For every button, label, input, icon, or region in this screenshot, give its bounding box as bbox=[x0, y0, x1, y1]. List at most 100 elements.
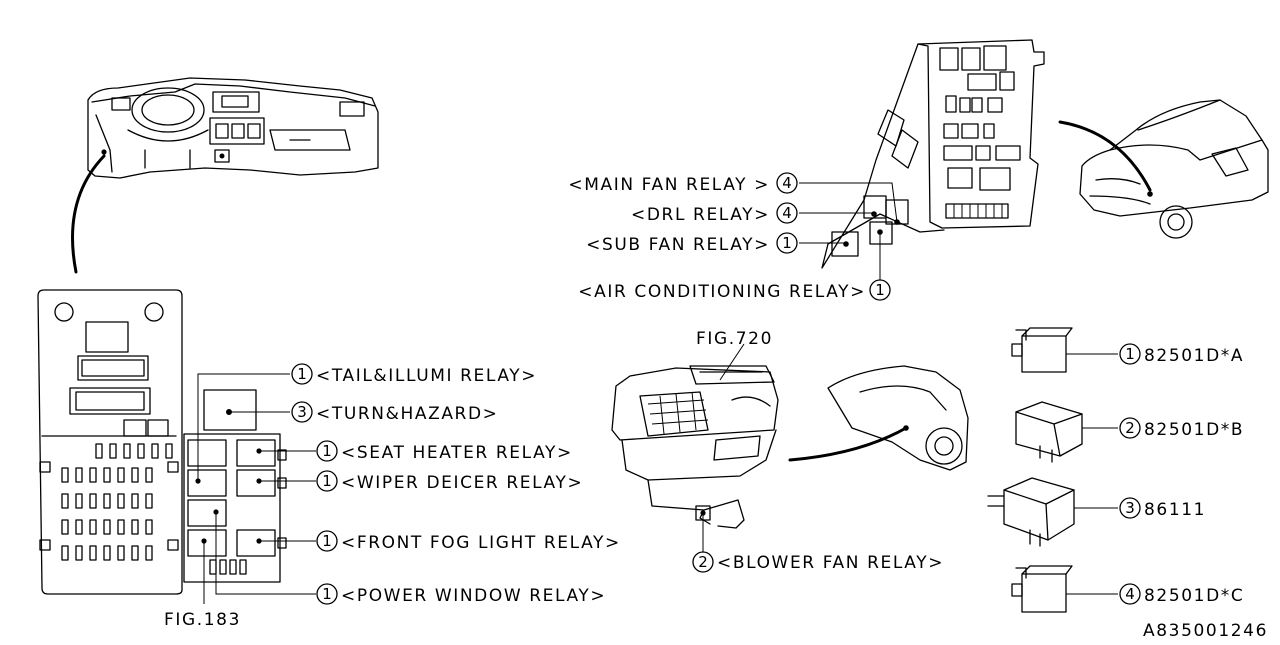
callout-label: <BLOWER FAN RELAY> bbox=[717, 553, 944, 573]
fuse-slot bbox=[137, 443, 145, 459]
callout-number: 1 bbox=[322, 532, 332, 550]
callout-number: 3 bbox=[297, 403, 307, 421]
callout-blower-fan-relay: 2 <BLOWER FAN RELAY> bbox=[692, 551, 944, 573]
fuse-slot bbox=[117, 545, 125, 561]
callout-label: <TURN&HAZARD> bbox=[316, 404, 499, 424]
fuse-slot bbox=[61, 467, 69, 483]
hvac-leaders bbox=[702, 343, 745, 552]
fuse-slot bbox=[89, 467, 97, 483]
callout-number: 1 bbox=[875, 281, 885, 299]
fuse-slot bbox=[117, 493, 125, 509]
engine-box-leaders bbox=[799, 182, 898, 280]
callout-label: <AIR CONDITIONING RELAY> bbox=[578, 282, 866, 302]
fuse-slot bbox=[131, 493, 139, 509]
part-2-relay-icon bbox=[1015, 401, 1083, 463]
fuse-slot bbox=[95, 443, 103, 459]
part-number-circle: 4 bbox=[1125, 585, 1135, 603]
figure-ref-fuse-box: FIG.183 bbox=[164, 610, 241, 630]
callout-drl-relay: <DRL RELAY> 4 bbox=[631, 202, 798, 225]
fuse-slot bbox=[145, 493, 153, 509]
callout-label: <TAIL&ILLUMI RELAY> bbox=[316, 366, 537, 386]
callout-number: 2 bbox=[698, 553, 708, 571]
part-number: 82501D*C bbox=[1144, 586, 1244, 606]
fuse-slot bbox=[75, 467, 83, 483]
callout-number: 1 bbox=[322, 442, 332, 460]
relay-block-leaders bbox=[197, 373, 316, 604]
fuse-slot bbox=[61, 493, 69, 509]
part-1-relay-icon bbox=[1011, 327, 1073, 373]
part-number-circle: 2 bbox=[1125, 419, 1135, 437]
callout-tail-illumi-relay: 1 <TAIL&ILLUMI RELAY> bbox=[291, 363, 537, 386]
part-legend-4: 4 82501D*C bbox=[1119, 583, 1244, 606]
part-legend-1: 1 82501D*A bbox=[1119, 343, 1244, 366]
callout-label: <POWER WINDOW RELAY> bbox=[341, 586, 606, 606]
callout-number: 1 bbox=[322, 472, 332, 490]
part-legend-2: 2 82501D*B bbox=[1119, 417, 1244, 440]
callout-number: 1 bbox=[782, 234, 792, 252]
fuse-slot bbox=[103, 467, 111, 483]
fuse-slot bbox=[123, 443, 131, 459]
fuse-slot bbox=[89, 493, 97, 509]
callout-wiper-deicer-relay: 1 <WIPER DEICER RELAY> bbox=[316, 470, 583, 493]
fuse-slot bbox=[103, 493, 111, 509]
fuse-slot bbox=[61, 519, 69, 535]
fuse-slot bbox=[131, 467, 139, 483]
engine-pointer-line bbox=[1058, 120, 1152, 192]
fuse-slot bbox=[165, 443, 173, 459]
fuse-slot bbox=[75, 493, 83, 509]
callout-seat-heater-relay: 1 <SEAT HEATER RELAY> bbox=[316, 440, 571, 463]
figure-ref-hvac: FIG.720 bbox=[696, 329, 773, 349]
fuse-slot bbox=[145, 467, 153, 483]
fuse-slot bbox=[103, 519, 111, 535]
fuse-slot bbox=[131, 545, 139, 561]
dashboard-illustration bbox=[87, 77, 379, 179]
part-number: 82501D*A bbox=[1144, 346, 1244, 366]
callout-number: 1 bbox=[297, 365, 307, 383]
callout-front-fog-light-relay: 1 <FRONT FOG LIGHT RELAY> bbox=[316, 530, 621, 553]
part-number: 82501D*B bbox=[1144, 420, 1244, 440]
callout-sub-fan-relay: <SUB FAN RELAY> 1 bbox=[586, 232, 798, 255]
part-legend-3: 3 86111 bbox=[1119, 497, 1206, 520]
fuse-slot bbox=[145, 519, 153, 535]
part-3-relay-icon bbox=[987, 477, 1075, 547]
callout-label: <DRL RELAY> bbox=[631, 205, 770, 225]
callout-number: 4 bbox=[782, 204, 792, 222]
relay-block bbox=[183, 389, 287, 583]
part-4-relay-icon bbox=[1011, 565, 1073, 613]
fuse-slot bbox=[145, 545, 153, 561]
hvac-unit-illustration bbox=[611, 365, 779, 529]
fuse-slot bbox=[109, 443, 117, 459]
fuse-slot bbox=[117, 467, 125, 483]
fuse-slot bbox=[89, 519, 97, 535]
callout-main-fan-relay: <MAIN FAN RELAY > 4 bbox=[568, 172, 798, 195]
engine-fuse-box bbox=[821, 39, 1045, 269]
callout-label: <FRONT FOG LIGHT RELAY> bbox=[341, 533, 621, 553]
diagram-id: A835001246 bbox=[1143, 621, 1268, 640]
callout-label: <MAIN FAN RELAY > bbox=[568, 175, 770, 195]
callout-label: <SUB FAN RELAY> bbox=[586, 235, 770, 255]
fuse-slot bbox=[75, 519, 83, 535]
fuse-slot bbox=[117, 519, 125, 535]
car-interior-illustration bbox=[827, 365, 969, 471]
part-number-circle: 1 bbox=[1125, 345, 1135, 363]
blower-pointer-line bbox=[788, 426, 908, 462]
callout-label: <WIPER DEICER RELAY> bbox=[341, 473, 583, 493]
interior-fuse-box bbox=[37, 289, 183, 595]
fuse-slot bbox=[151, 443, 159, 459]
callout-turn-hazard: 3 <TURN&HAZARD> bbox=[291, 401, 499, 424]
part-number-circle: 3 bbox=[1125, 499, 1135, 517]
callout-power-window-relay: 1 <POWER WINDOW RELAY> bbox=[316, 583, 606, 606]
fuse-slot bbox=[61, 545, 69, 561]
part-number: 86111 bbox=[1144, 500, 1206, 520]
callout-number: 1 bbox=[322, 585, 332, 603]
fuse-slot bbox=[75, 545, 83, 561]
parts-leaders bbox=[1066, 353, 1118, 595]
callout-number: 4 bbox=[782, 174, 792, 192]
fuse-slot bbox=[131, 519, 139, 535]
fuse-slot bbox=[103, 545, 111, 561]
car-front-illustration bbox=[1079, 99, 1269, 239]
callout-air-conditioning-relay: <AIR CONDITIONING RELAY> 1 bbox=[578, 279, 891, 302]
dash-pointer-line bbox=[71, 154, 106, 274]
fuse-slot bbox=[89, 545, 97, 561]
